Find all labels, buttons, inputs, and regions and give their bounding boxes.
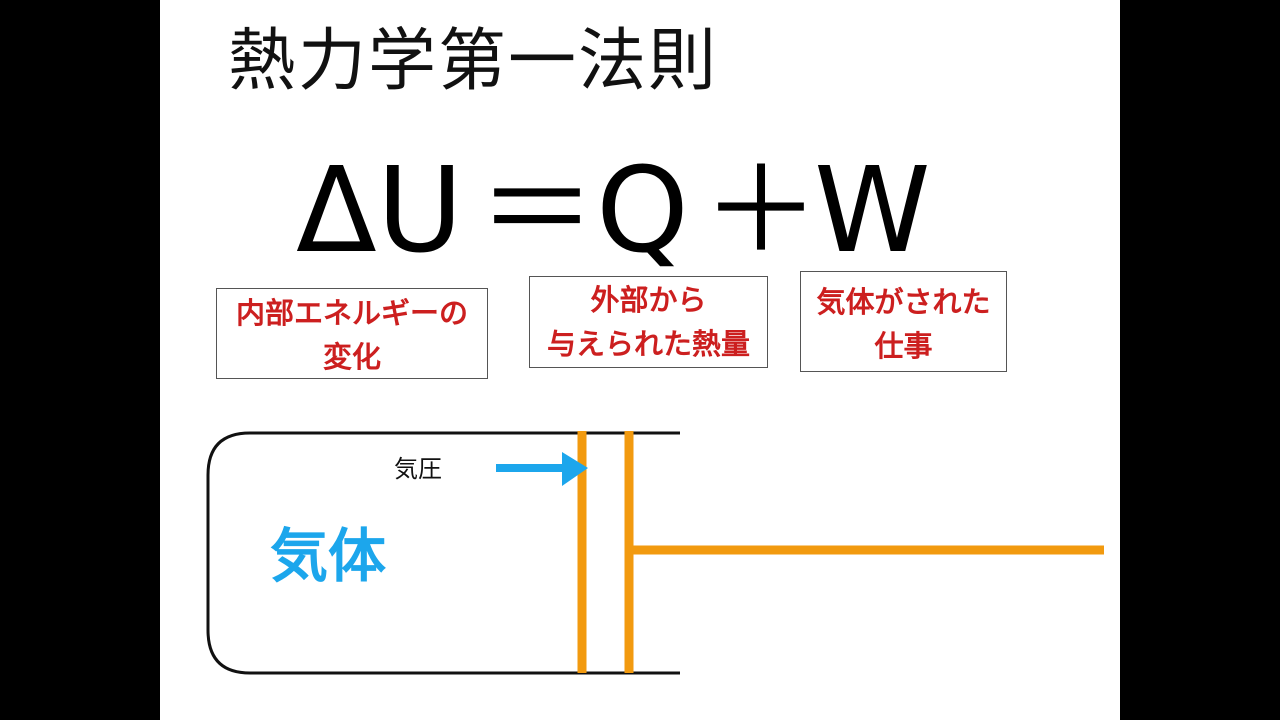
equation-equals: ＝ xyxy=(478,141,597,279)
pressure-arrow-head xyxy=(562,452,588,486)
label-heat-line2: 与えられた熱量 xyxy=(546,327,750,361)
equation: ΔU ＝ Q ＋ W xyxy=(160,145,1120,275)
label-internal-energy-line1: 内部エネルギーの xyxy=(235,296,468,330)
label-internal-energy-line2: 変化 xyxy=(322,340,381,374)
slide: 熱力学第一法則 ΔU ＝ Q ＋ W 内部エネルギーの 変化 外部から 与えられ… xyxy=(160,0,1120,720)
slide-title: 熱力学第一法則 xyxy=(228,22,719,101)
cylinder-diagram xyxy=(206,431,1104,675)
label-work: 気体がされた 仕事 xyxy=(800,271,1007,372)
label-heat-line1: 外部から xyxy=(590,283,707,317)
equation-plus: ＋ xyxy=(702,141,821,279)
equation-q: Q xyxy=(596,141,689,279)
label-internal-energy: 内部エネルギーの 変化 xyxy=(216,288,488,379)
equation-w: W xyxy=(814,141,931,279)
label-work-line1: 気体がされた xyxy=(816,285,991,319)
gas-label: 気体 xyxy=(270,522,387,590)
equation-delta-u: ΔU xyxy=(296,141,464,279)
cylinder-wall xyxy=(206,431,680,675)
label-heat: 外部から 与えられた熱量 xyxy=(529,276,768,368)
label-work-line2: 仕事 xyxy=(874,329,933,363)
pressure-label: 気圧 xyxy=(394,455,442,483)
